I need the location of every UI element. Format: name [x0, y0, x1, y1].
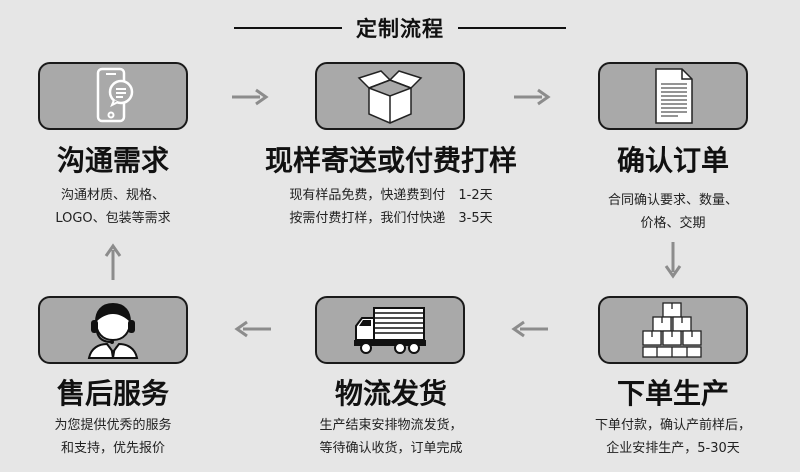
step-card-sample	[315, 62, 465, 130]
step-title-sample: 现样寄送或付费打样	[264, 144, 517, 177]
step-card-production	[598, 296, 748, 364]
document-icon	[655, 68, 693, 124]
desc-line: LOGO、包装等需求	[55, 211, 171, 226]
desc-line: 合同确认要求、数量、	[607, 193, 738, 208]
step-title-production: 下单生产	[616, 377, 729, 410]
arrow-right-icon	[514, 88, 551, 106]
step-desc-sample: 现有样品免费，快递费到付 1-2天 按需付费打样，我们付快递 3-5天	[236, 184, 546, 230]
desc-line: 和支持，优先报价	[60, 441, 165, 456]
truck-icon	[354, 307, 426, 354]
desc-line: 生产结束安排物流发货，	[319, 418, 463, 433]
desc-line: 下单付款，确认产前样后，	[594, 418, 751, 433]
desc-line: 价格、交期	[640, 216, 706, 231]
step-card-confirm	[598, 62, 748, 130]
step-desc-production: 下单付款，确认产前样后， 企业安排生产，5-30天	[568, 414, 778, 460]
desc-line: 等待确认收货，订单完成	[319, 441, 463, 456]
step-desc-shipping: 生产结束安排物流发货， 等待确认收货，订单完成	[291, 414, 491, 460]
step-title-shipping: 物流发货	[334, 377, 447, 410]
step-title-aftersales: 售后服务	[56, 377, 169, 410]
header: 定制流程	[0, 8, 800, 48]
desc-line: 按需付费打样，我们付快递 3-5天	[289, 211, 493, 226]
step-title-communicate: 沟通需求	[56, 144, 169, 177]
arrow-left-icon	[234, 320, 271, 338]
desc-line: 现有样品免费，快递费到付 1-2天	[289, 188, 493, 203]
open-box-icon	[357, 70, 423, 124]
step-card-shipping	[315, 296, 465, 364]
phone-chat-icon	[96, 67, 134, 123]
header-line-right	[458, 27, 566, 29]
desc-line: 企业安排生产，5-30天	[606, 441, 740, 456]
desc-line: 为您提供优秀的服务	[54, 418, 172, 433]
step-desc-communicate: 沟通材质、规格、 LOGO、包装等需求	[28, 184, 198, 230]
page-title: 定制流程	[356, 17, 444, 41]
step-card-aftersales	[38, 296, 188, 364]
step-title-confirm: 确认订单	[616, 144, 729, 177]
arrow-right-icon	[232, 88, 269, 106]
desc-line: 沟通材质、规格、	[60, 188, 165, 203]
header-line-left	[234, 27, 342, 29]
stacked-boxes-icon	[642, 302, 702, 358]
step-card-communicate	[38, 62, 188, 130]
arrow-up-icon	[104, 243, 122, 280]
customer-service-icon	[87, 302, 139, 359]
step-desc-confirm: 合同确认要求、数量、 价格、交期	[578, 189, 768, 235]
arrow-down-icon	[664, 242, 682, 279]
arrow-left-icon	[511, 320, 548, 338]
step-desc-aftersales: 为您提供优秀的服务 和支持，优先报价	[28, 414, 198, 460]
